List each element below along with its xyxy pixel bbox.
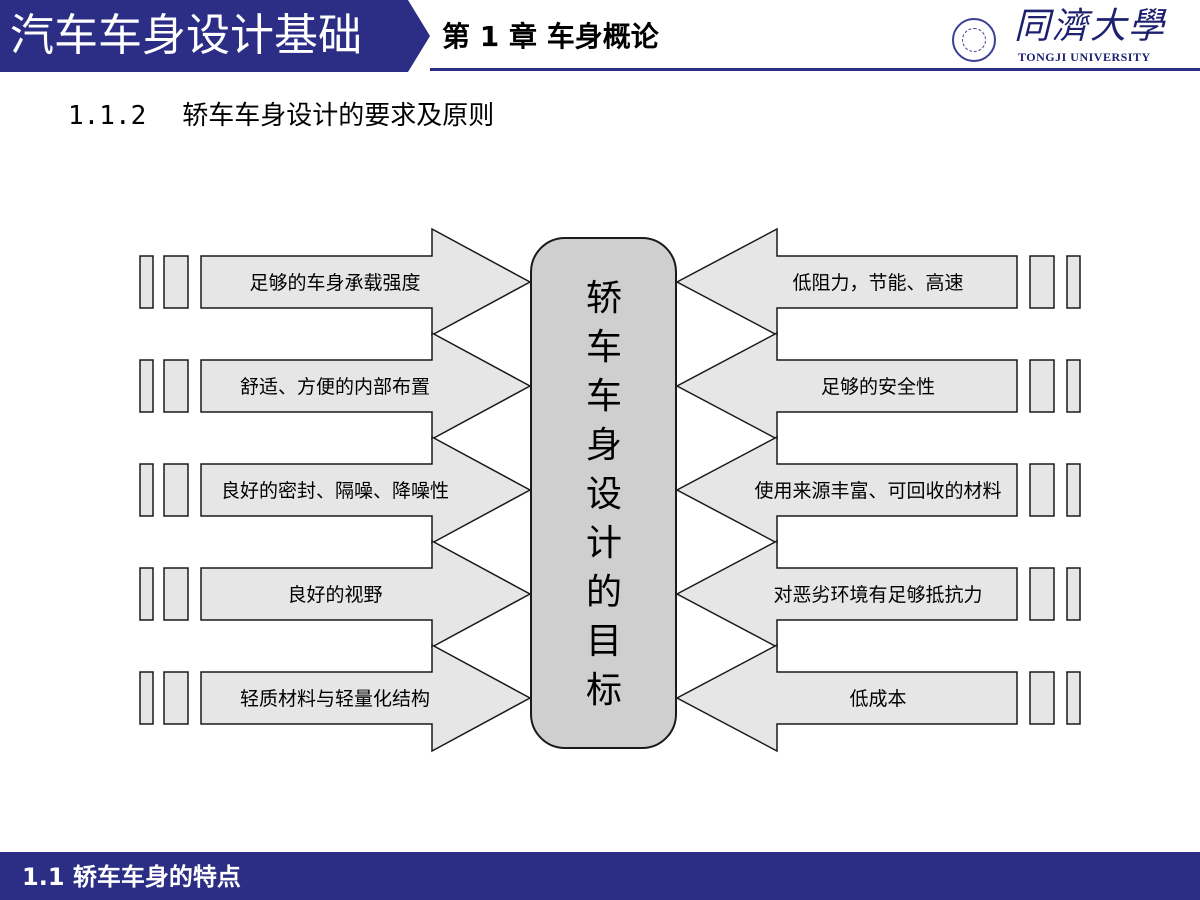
course-title: 汽车车身设计基础 (10, 10, 362, 61)
university-seal-icon (952, 18, 996, 62)
center-goal-char: 计 (586, 523, 622, 564)
left-goal-arrow (200, 539, 532, 649)
left-goal-arrow (200, 227, 532, 337)
right-arrow-tail-bar (1066, 359, 1081, 413)
right-arrow-tail-bar (1029, 255, 1055, 309)
right-arrow-tail-bar (1029, 671, 1055, 725)
right-goal-arrow (675, 643, 1018, 753)
center-goal-char: 车 (586, 327, 622, 368)
left-arrow-tail-bar (163, 359, 189, 413)
left-arrow-tail-bar (139, 671, 154, 725)
left-goal-arrow (200, 643, 532, 753)
left-arrow-tail-bar (139, 255, 154, 309)
right-goal-arrow (675, 331, 1018, 441)
chapter-title: 第 1 章 车身概论 (442, 20, 659, 53)
right-goal-arrow (675, 539, 1018, 649)
right-arrow-tail-bar (1066, 567, 1081, 621)
center-goal-char: 车 (586, 376, 622, 417)
center-goal-char: 设 (586, 474, 622, 515)
left-goal-label: 良好的视野 (287, 584, 382, 606)
center-goal-char: 轿 (586, 278, 622, 319)
left-goal-label: 轻质材料与轻量化结构 (240, 688, 430, 710)
right-arrows: 低阻力，节能、高速足够的安全性使用来源丰富、可回收的材料对恶劣环境有足够抵抗力低… (675, 227, 1081, 753)
right-goal-label: 低成本 (849, 688, 906, 710)
right-arrow-tail-bar (1066, 671, 1081, 725)
left-arrow-tail-bar (139, 463, 154, 517)
right-goal-arrow (675, 435, 1018, 545)
right-arrow-tail-bar (1029, 463, 1055, 517)
center-goal-char: 标 (586, 670, 622, 711)
course-banner-tip (408, 0, 430, 72)
university-logo-script: 同濟大學 (1014, 6, 1167, 47)
left-arrow-tail-bar (163, 567, 189, 621)
right-arrow-tail-bar (1066, 255, 1081, 309)
right-goal-arrow (675, 227, 1018, 337)
left-arrow-tail-bar (139, 359, 154, 413)
right-goal-label: 足够的安全性 (821, 376, 935, 398)
right-goal-label: 对恶劣环境有足够抵抗力 (773, 584, 982, 606)
section-title: 轿车车身设计的要求及原则 (182, 101, 495, 131)
left-arrow-tail-bar (163, 671, 189, 725)
left-goal-arrow (200, 331, 532, 441)
left-goal-arrow (200, 435, 532, 545)
right-arrow-tail-bar (1029, 567, 1055, 621)
center-goal-box (530, 237, 677, 749)
center-goal-char: 的 (586, 572, 622, 613)
section-heading: 1.1.2 轿车车身设计的要求及原则 (68, 100, 494, 132)
seal-inner-ring (962, 28, 986, 52)
left-arrows: 足够的车身承载强度舒适、方便的内部布置良好的密封、隔噪、降噪性良好的视野轻质材料… (139, 227, 532, 753)
left-goal-label: 足够的车身承载强度 (249, 272, 420, 294)
right-goal-label: 使用来源丰富、可回收的材料 (754, 480, 1001, 502)
course-banner: 汽车车身设计基础 (0, 0, 408, 72)
right-goal-label: 低阻力，节能、高速 (792, 272, 963, 294)
left-arrow-tail-bar (163, 255, 189, 309)
left-arrow-tail-bar (139, 567, 154, 621)
left-goal-label: 良好的密封、隔噪、降噪性 (221, 480, 449, 502)
left-arrow-tail-bar (163, 463, 189, 517)
left-goal-label: 舒适、方便的内部布置 (240, 376, 430, 398)
university-logo-english: TONGJI UNIVERSITY (1018, 50, 1151, 64)
center-goal-char: 目 (586, 621, 622, 662)
center-goal-char: 身 (586, 425, 622, 466)
header-rule (430, 68, 1200, 71)
footer-section-title: 1.1 轿车车身的特点 (22, 863, 241, 891)
right-arrow-tail-bar (1066, 463, 1081, 517)
right-arrow-tail-bar (1029, 359, 1055, 413)
section-number: 1.1.2 (68, 101, 147, 131)
footer-bar: 1.1 轿车车身的特点 (0, 852, 1200, 900)
